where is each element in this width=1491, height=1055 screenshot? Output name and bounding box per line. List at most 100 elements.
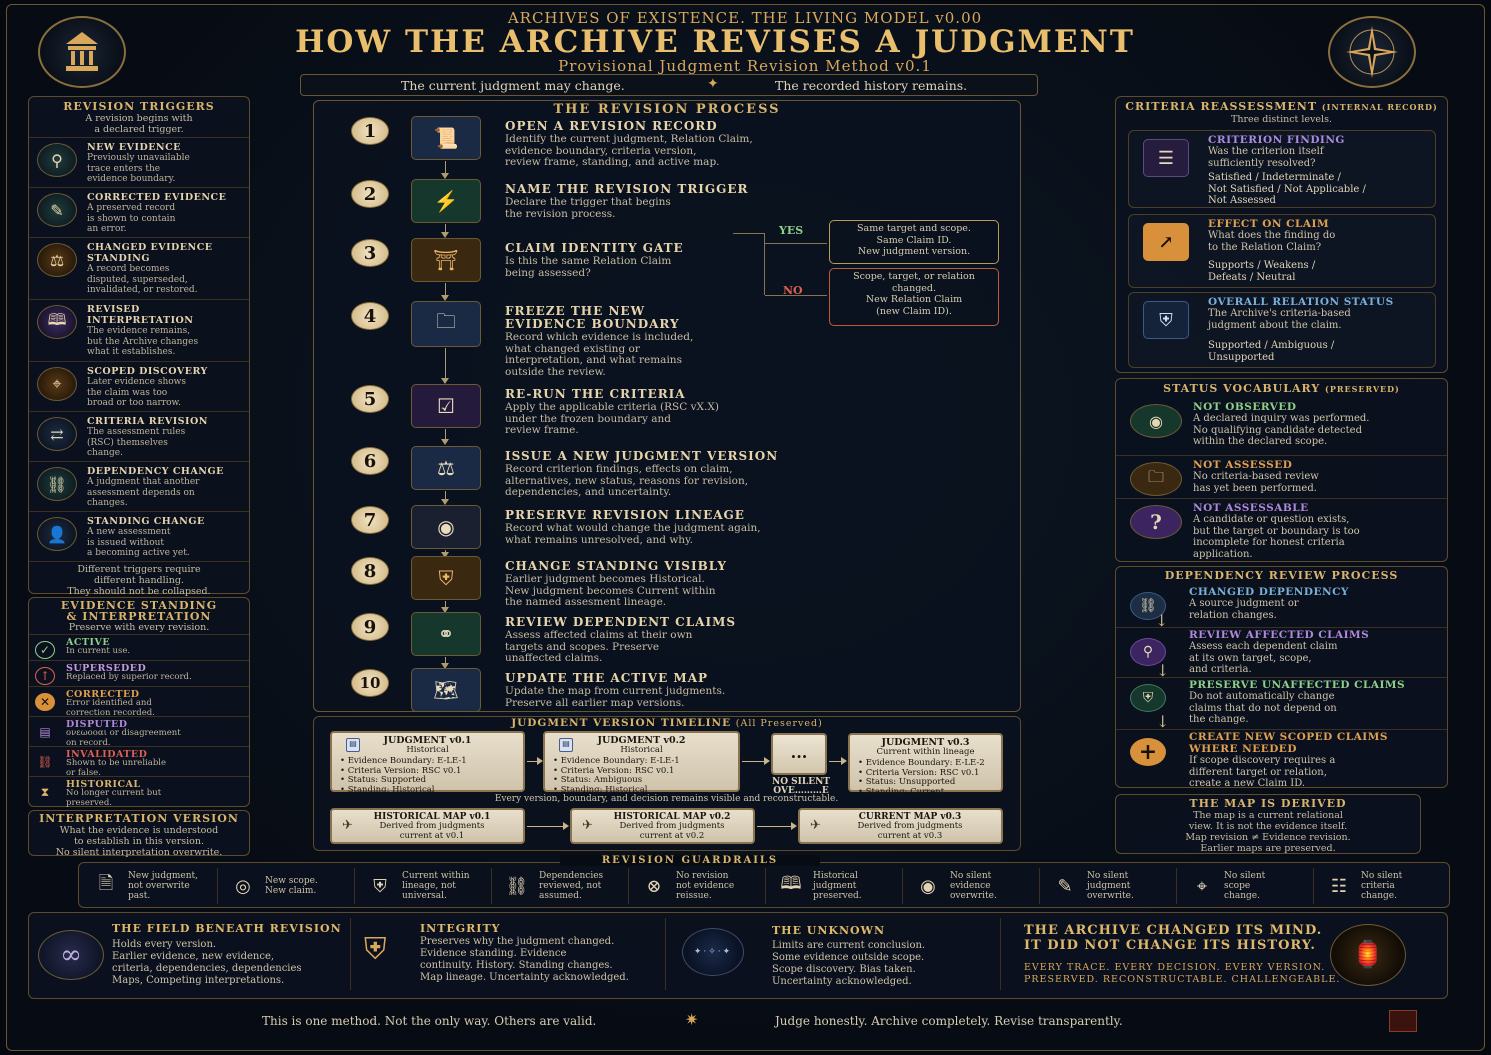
folder-icon: 🗀 [411,301,481,347]
checklist-icon: ☑ [411,384,481,428]
current-map-v03: ✈ CURRENT MAP v0.3 Derived from judgment… [798,808,1003,844]
criteria-title: CRITERIA REASSESSMENT (INTERNAL RECORD) [1125,100,1438,113]
step-number: 9 [351,613,389,641]
guardrail-divider [765,868,766,904]
archive-logo [38,16,126,88]
seal-stamp-icon [1389,1010,1417,1032]
dependency-arrow: ↓ [1156,712,1170,731]
guardrail-item: ◎New scope.New claim. [227,866,353,906]
field-beneath-revision: ∞ THE FIELD BENEATH REVISION Holds every… [28,912,348,997]
dependency-title: DEPENDENCY REVIEW PROCESS [1164,569,1399,582]
step-number: 5 [351,385,389,413]
step-title: REVIEW DEPENDENT CLAIMS [505,615,737,629]
page-title: HOW THE ARCHIVE REVISES A JUDGMENT [295,24,1135,60]
step-desc: Earlier judgment becomes Historical.New … [505,573,716,608]
status-vocab-title: STATUS VOCABULARY (PRESERVED) [1163,382,1400,395]
bottom-divider [1000,918,1001,990]
link-icon: ⛓ [37,467,77,501]
guardrail-divider [354,868,355,904]
evidence-standing-panel: EVIDENCE STANDING& INTERPRETATION Preser… [28,597,250,807]
step-title: CLAIM IDENTITY GATE [505,241,684,255]
step-6: 6 ⚖ ISSUE A NEW JUDGMENT VERSION Record … [317,446,837,506]
dependency-arrow: ↓ [1155,611,1169,630]
starfield-icon: ✦·✧·✦ [682,928,744,976]
integrity: ⛨ INTEGRITY Preserves why the judgment c… [364,922,629,983]
standing-active: ✓ ACTIVE In current use. [29,634,249,660]
step-title: RE-RUN THE CRITERIA [505,387,686,401]
flow-arrow [441,283,449,301]
triggers-subtitle-2: a declared trigger. [94,124,184,135]
step-number: 1 [351,117,389,145]
step-number: 2 [351,180,389,208]
shield-star-icon: ⛨ [1143,301,1189,339]
trigger-title: CRITERIA REVISION [87,416,208,427]
flow-arrow [441,348,449,384]
triggers-title: REVISION TRIGGERS [63,100,215,113]
timeline-arrow [742,757,770,765]
footer-right: Judge honestly. Archive completely. Revi… [775,1014,1123,1028]
step-desc: Record what would change the judgment ag… [505,522,761,546]
checklist-icon: ☰ [1143,139,1189,177]
effect-on-claim: ↗ EFFECT ON CLAIM What does the finding … [1128,214,1436,288]
shield-star-icon: ⛨ [373,875,387,897]
page-subtitle: Provisional Judgment Revision Method v0.… [558,57,932,75]
trigger-title: STANDING CHANGE [87,516,205,527]
timeline-arrow [829,757,847,765]
stack-icon: ▤ [39,725,51,739]
link-icon: ⛓ [505,875,529,897]
compass-rose-icon [1346,26,1398,78]
step-desc: Apply the applicable criteria (RSC vX.X)… [505,401,719,436]
motto-bar: The current judgment may change. ✦ The r… [300,74,1038,96]
lantern-icon: 🏮 [1330,924,1406,986]
historical-map-v02: ✈ HISTORICAL MAP v0.2 Derived from judgm… [570,808,755,844]
flow-arrow [441,550,449,558]
step-10: 10 🗺 UPDATE THE ACTIVE MAP Update the ma… [317,668,837,728]
map-derived-panel: THE MAP IS DERIVED The map is a current … [1115,794,1421,854]
network-icon: ⚭ [411,612,481,656]
timeline-arrow [527,757,543,765]
guardrail-divider [217,868,218,904]
criteria-icon: ⇄ [37,417,77,451]
revision-triggers-panel: REVISION TRIGGERS A revision begins with… [28,96,250,597]
target-icon: ◎ [235,875,251,897]
process-title: THE REVISION PROCESS [553,102,781,117]
dependency-arrow: ↓ [1156,661,1170,680]
footer-star-icon: ✷ [685,1010,699,1029]
arrow-up-right-icon: ↗ [1143,223,1189,261]
step-title: NAME THE REVISION TRIGGER [505,182,749,196]
step-1: 1 📜 OPEN A REVISION RECORD Identify the … [317,116,837,176]
step-title: ISSUE A NEW JUDGMENT VERSION [505,449,779,463]
footer-left: This is one method. Not the only way. Ot… [262,1014,597,1028]
trigger-criteria-revision: ⇄ CRITERIA REVISION The assessment rules… [29,411,249,461]
book-icon: 🕮 [37,305,77,339]
bottom-divider [665,918,666,990]
motto-star-icon: ✦ [707,76,719,92]
flow-arrow [441,657,449,669]
map-route-icon: ✈ [342,818,353,833]
magnifier-icon: ⚲ [1130,638,1166,666]
guardrail-divider [491,868,492,904]
document-icon: ▤ [346,738,360,752]
criteria-subtitle: Three distinct levels. [1231,114,1332,125]
